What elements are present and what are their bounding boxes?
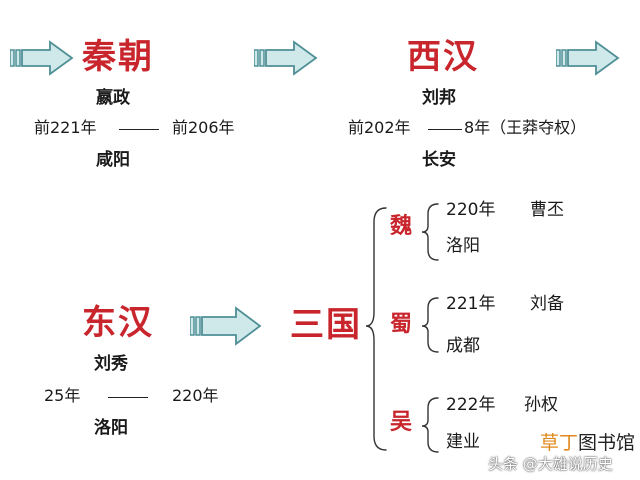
kingdom-shu-name: 蜀	[390, 312, 413, 337]
eastern-han-capital: 洛阳	[94, 418, 128, 438]
watermark-source: 头条 @大雄说历史	[488, 455, 613, 473]
eastern-han-range-dash	[108, 397, 148, 398]
eastern-han-title: 东汉	[82, 303, 154, 343]
western-han-capital: 长安	[422, 150, 456, 170]
kingdom-wu-ruler: 孙权	[524, 395, 558, 415]
kingdom-wu-name: 吴	[390, 410, 413, 435]
kingdom-wei-name: 魏	[390, 214, 413, 239]
western-han-title: 西汉	[407, 37, 479, 77]
qin-range-dash	[119, 129, 159, 130]
watermark-site-part2: 图书馆	[578, 432, 636, 454]
kingdom-shu-year: 221年	[446, 294, 496, 314]
western-han-range-dash	[428, 129, 462, 130]
western-han-start-year: 前202年	[348, 118, 411, 137]
qin-end-year: 前206年	[172, 118, 235, 137]
qin-start-year: 前221年	[34, 118, 97, 137]
eastern-han-start-year: 25年	[44, 386, 81, 405]
qin-capital: 咸阳	[96, 150, 130, 170]
kingdom-wei-year: 220年	[446, 200, 496, 220]
eastern-han-end-year: 220年	[172, 386, 219, 405]
western-han-end-year: 8年（王莽夺权）	[464, 118, 587, 137]
kingdom-wu-capital: 建业	[446, 432, 480, 452]
kingdom-wei-capital: 洛阳	[446, 236, 480, 256]
qin-title: 秦朝	[82, 37, 154, 77]
qin-ruler: 嬴政	[96, 88, 130, 108]
arrow-icon	[556, 40, 620, 76]
western-han-ruler: 刘邦	[422, 88, 456, 108]
kingdom-wei-ruler: 曹丕	[530, 200, 564, 220]
kingdom-wu-year: 222年	[446, 395, 496, 415]
arrow-icon	[254, 40, 318, 76]
kingdom-shu-capital: 成都	[446, 336, 480, 356]
watermark-site-part1: 草丁	[540, 432, 579, 454]
arrow-icon	[10, 40, 74, 76]
eastern-han-ruler: 刘秀	[94, 354, 128, 374]
arrow-icon	[190, 306, 262, 346]
watermark-site: 草丁图书馆	[540, 434, 635, 453]
kingdom-shu-ruler: 刘备	[530, 294, 564, 314]
three-kingdoms-title: 三国	[290, 305, 362, 345]
